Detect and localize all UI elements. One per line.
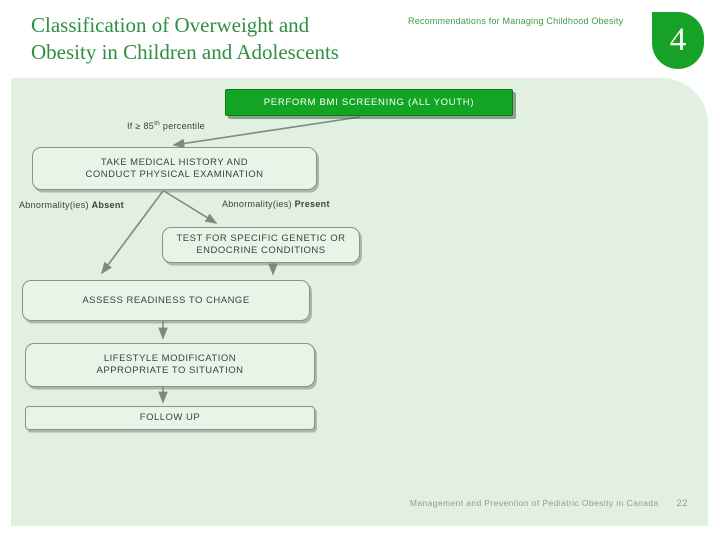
condition-prefix: If ≥ 85 (127, 121, 155, 131)
present-prefix: Abnormality(ies) (222, 199, 295, 209)
header-note: Recommendations for Managing Childhood O… (408, 16, 624, 26)
condition-superscript: th (154, 120, 161, 127)
percentile-condition-label: If ≥ 85th percentile (127, 120, 205, 131)
slide-footer: Management and Prevention of Pediatric O… (410, 498, 688, 509)
abnormality-present-label: Abnormality(ies) Present (222, 199, 330, 209)
take-medical-history-box: TAKE MEDICAL HISTORY AND CONDUCT PHYSICA… (32, 147, 317, 190)
lifestyle-modification-box: LIFESTYLE MODIFICATION APPROPRIATE TO SI… (25, 343, 315, 387)
page-title: Classification of Overweight and Obesity… (31, 13, 339, 64)
absent-prefix: Abnormality(ies) (19, 200, 92, 210)
assess-readiness-box: ASSESS READINESS TO CHANGE (22, 280, 310, 321)
page-badge-number: 4 (669, 22, 687, 58)
footer-text: Management and Prevention of Pediatric O… (409, 498, 659, 508)
absent-bold: Absent (91, 200, 124, 210)
perform-bmi-screening-box: PERFORM BMI SCREENING (ALL YOUTH) (225, 89, 513, 116)
condition-suffix: percentile (160, 121, 205, 131)
footer-page-number: 22 (676, 498, 688, 509)
test-genetic-endocrine-box: TEST FOR SPECIFIC GENETIC OR ENDOCRINE C… (162, 227, 360, 263)
follow-up-box: FOLLOW UP (25, 406, 315, 430)
present-bold: Present (294, 199, 330, 209)
page-number-badge: 4 (652, 12, 704, 69)
abnormality-absent-label: Abnormality(ies) Absent (19, 200, 124, 210)
